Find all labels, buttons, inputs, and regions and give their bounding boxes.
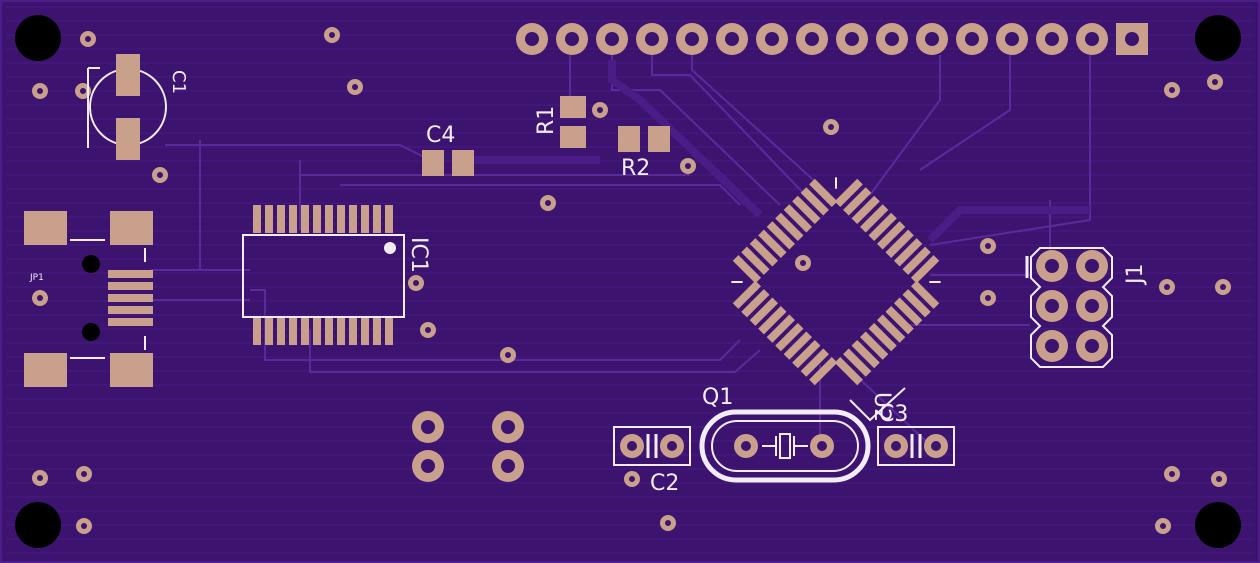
label-r1: R1	[534, 106, 559, 135]
label-ic1: IC1	[406, 237, 431, 273]
label-c2: C2	[650, 471, 679, 496]
capacitor-c1: C1	[87, 54, 189, 160]
mounting-holes	[15, 15, 1241, 548]
label-r2: R2	[621, 156, 650, 181]
capacitor-c3: C3	[877, 402, 955, 466]
power-traces	[470, 60, 1090, 243]
chip-mcu-qfp	[731, 177, 941, 386]
connector-j1: J1	[1025, 247, 1148, 368]
orientation-marker	[849, 387, 906, 422]
label-q1: Q1	[702, 385, 733, 410]
label-c1: C1	[168, 70, 189, 94]
capacitor-c4: C4	[422, 123, 474, 176]
resistor-r2: R2	[618, 126, 670, 181]
mounting-hole-top-right	[1195, 15, 1241, 61]
through-hole-pads	[412, 411, 524, 482]
label-c4: C4	[426, 123, 455, 148]
resistor-r1: R1	[534, 96, 586, 148]
connector-jp1: JP1	[24, 211, 153, 387]
label-jp1: JP1	[29, 273, 44, 283]
header-connector	[516, 23, 1148, 55]
capacitor-c2: C2	[613, 426, 691, 496]
crystal-q1: Q1	[699, 385, 871, 483]
mounting-hole-bottom-right	[1195, 502, 1241, 548]
mounting-hole-top-left	[15, 15, 61, 61]
label-c3: C3	[879, 402, 908, 427]
via-drills	[37, 32, 1226, 529]
traces	[150, 55, 1091, 446]
chip-ic1: IC1	[242, 205, 431, 345]
mounting-hole-bottom-left	[15, 502, 61, 548]
label-j1: J1	[1123, 264, 1148, 287]
